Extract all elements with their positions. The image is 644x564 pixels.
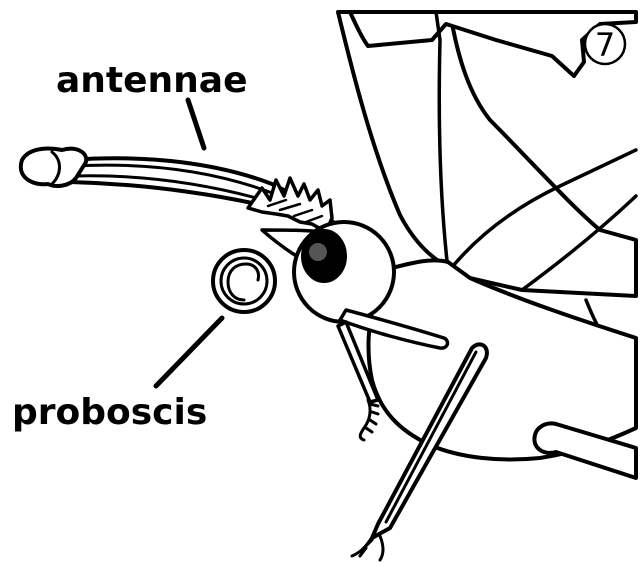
front-leg-claw [360, 400, 378, 440]
step-number-badge: 7 [585, 24, 625, 64]
head [262, 222, 394, 322]
eye-highlight [309, 243, 327, 261]
proboscis-coil [213, 250, 275, 312]
step-number: 7 [595, 26, 615, 64]
antennae-label: antennae [56, 60, 248, 101]
proboscis-label: proboscis [12, 392, 207, 433]
proboscis-leader-line [156, 318, 222, 386]
middle-leg-foot [352, 534, 383, 560]
antennae [21, 149, 336, 232]
proboscis-inner-spiral [228, 264, 259, 300]
antennae-leader-line [188, 100, 204, 148]
